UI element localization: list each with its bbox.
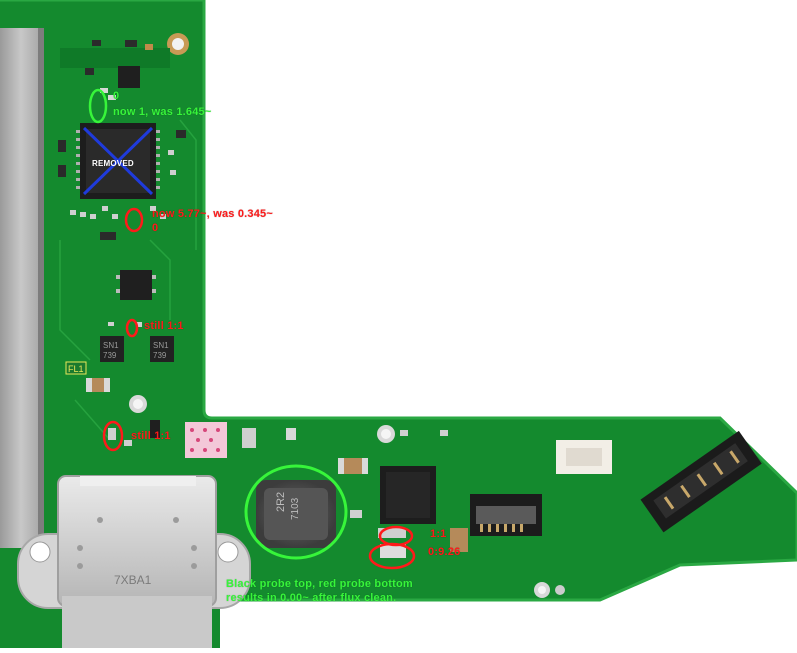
battery-connector <box>640 430 762 533</box>
annotation-still-b: still 1:1 <box>131 430 171 442</box>
removed-cross-mark <box>82 126 154 196</box>
annotation-ratio-b: 0:9.26 <box>428 546 461 558</box>
annotation-footer-line2: results in 0.00~ after flux clean. <box>226 592 397 604</box>
inductor-marking: 2R2 <box>275 492 287 512</box>
pink-test-pad <box>185 422 227 458</box>
annotation-removed: REMOVED <box>92 159 134 168</box>
green-circle-inductor <box>244 464 348 560</box>
small-ic <box>120 270 152 300</box>
red-oval-ratio-b <box>368 542 416 570</box>
red-oval-mid <box>124 207 144 233</box>
inductor-marking: 7103 <box>290 497 301 520</box>
chip-marking: SN1 <box>103 341 119 350</box>
sn-chip-right <box>150 336 174 362</box>
annotation-mid-now: now 5.77~, was 0.345~ <box>152 208 273 220</box>
chip-marking: 739 <box>153 351 167 360</box>
annotation-top-now: now 1, was 1.645~ <box>113 106 212 118</box>
annotation-mid-zero: 0 <box>152 222 159 234</box>
chip-marking: 739 <box>103 351 117 360</box>
annotation-footer-line1: Black probe top, red probe bottom <box>226 578 413 590</box>
port-marking: 7XBA1 <box>114 573 152 587</box>
fl1-label: FL1 <box>68 364 84 374</box>
red-oval-still-a <box>125 318 139 338</box>
annotation-top-zero: 0 <box>113 90 120 102</box>
green-oval-top <box>88 88 108 124</box>
sn-chip-left <box>100 336 124 362</box>
chip-marking: SN1 <box>153 341 169 350</box>
usb-c-port: 7XBA1 <box>17 475 251 648</box>
metal-shield <box>0 28 42 548</box>
annotation-ratio-a: 1:1 <box>430 528 447 540</box>
annotation-still-a: still 1:1 <box>144 320 184 332</box>
red-oval-still-b <box>102 420 124 452</box>
